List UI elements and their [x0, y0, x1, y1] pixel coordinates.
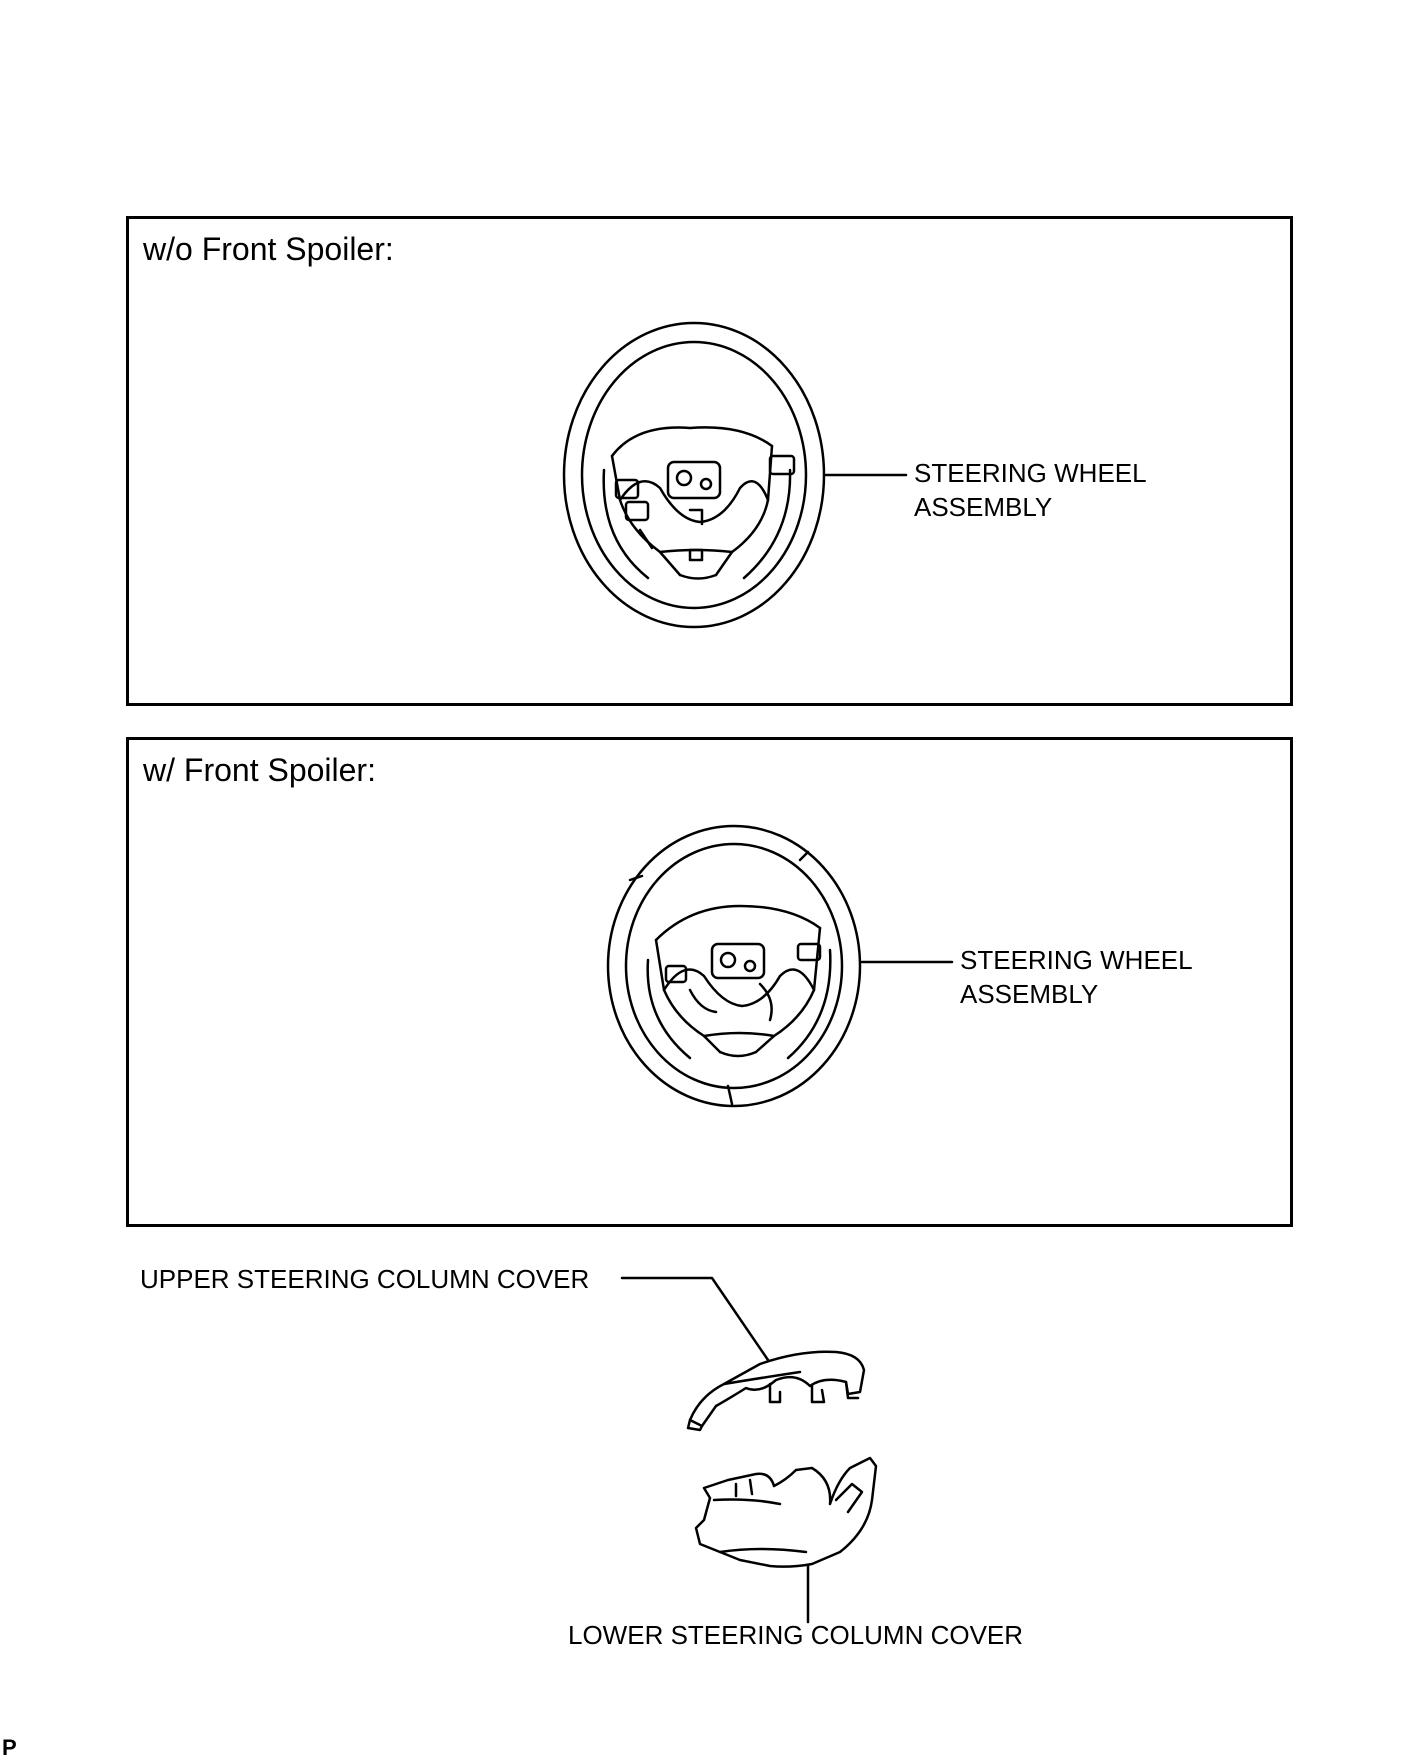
callout-upper-steering-column-cover: UPPER STEERING COLUMN COVER [140, 1264, 590, 1294]
lower-column-cover-illustration [694, 1456, 878, 1568]
footer-mark: P [2, 1735, 17, 1760]
upper-column-cover-illustration [686, 1350, 866, 1432]
callout-lower-steering-column-cover: LOWER STEERING COLUMN COVER [568, 1620, 1024, 1650]
callout-line-2: ASSEMBLY [914, 492, 1053, 522]
leader-line-upper-cover [620, 1276, 770, 1362]
steering-wheel-illustration-1 [562, 321, 826, 629]
steering-wheel-illustration-2 [606, 824, 862, 1108]
panel-title: w/o Front Spoiler: [143, 231, 394, 267]
callout-line-2: ASSEMBLY [960, 979, 1099, 1009]
panel-title: w/ Front Spoiler: [143, 752, 376, 788]
callout-line-1: STEERING WHEEL [960, 945, 1193, 975]
callout-steering-wheel-assembly-1: STEERING WHEEL ASSEMBLY [914, 456, 1147, 524]
callout-steering-wheel-assembly-2: STEERING WHEEL ASSEMBLY [960, 943, 1193, 1011]
callout-line-1: STEERING WHEEL [914, 458, 1147, 488]
